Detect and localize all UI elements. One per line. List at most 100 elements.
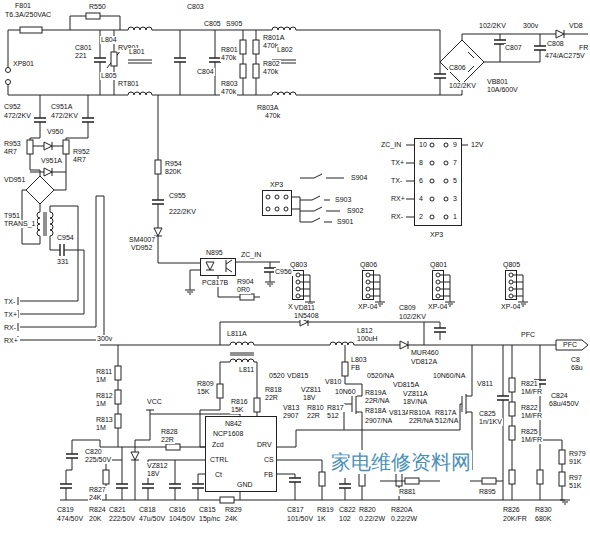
part-label: 820K <box>164 168 182 176</box>
part-number: NCP1608 <box>212 430 244 438</box>
controller-network <box>148 460 322 500</box>
part-label: R952 <box>72 148 91 156</box>
part-label: R820 <box>358 506 377 514</box>
bridge-rectifier <box>440 40 484 84</box>
part-label: 1M <box>95 424 107 432</box>
part-label: 18V <box>146 470 160 478</box>
part-label: R953 <box>3 140 22 148</box>
controller-network <box>289 478 301 482</box>
part-label: 68u/450V <box>548 400 580 408</box>
part-label: FB <box>350 364 361 372</box>
part-label: 1n/1KV <box>478 418 503 426</box>
switch-connectors <box>296 273 315 306</box>
part-label: F801 <box>14 2 32 10</box>
pfc-stage <box>434 328 446 332</box>
part-label: VCC <box>146 398 163 406</box>
part-label: Ct <box>214 471 223 479</box>
part-label: 102/2KV <box>398 313 427 321</box>
part-label: R810A <box>408 409 431 417</box>
part-label: 12V <box>470 141 484 149</box>
part-number: XP-04 <box>427 303 448 311</box>
part-designator: N842 <box>224 420 243 428</box>
switch-connectors <box>275 195 279 199</box>
switch-connectors <box>444 161 448 165</box>
part-label: RX+ <box>390 195 406 203</box>
part-label: 0R0 <box>236 286 251 294</box>
part-label: R801 <box>220 46 239 54</box>
part-label: VZ811 <box>300 386 322 394</box>
part-label: 102/2KV <box>478 22 507 30</box>
emi-filter <box>253 64 259 78</box>
bridge-rectifier <box>440 34 588 95</box>
part-label: 300v <box>96 335 113 343</box>
part-label: L805 <box>100 72 118 80</box>
part-label: 0.22/2W <box>358 515 386 523</box>
emi-filter <box>128 27 152 30</box>
part-label: C952 <box>3 103 22 111</box>
pfc-stage <box>509 378 515 392</box>
part-label: 8 <box>418 159 424 167</box>
part-label: R97 <box>568 474 583 482</box>
switch-connectors <box>436 273 455 306</box>
pfc-stage <box>399 345 472 500</box>
part-label: 4R7 <box>72 156 87 164</box>
part-label: R802 <box>262 60 281 68</box>
isolation-interface <box>60 244 64 256</box>
part-label: RX- <box>390 213 404 221</box>
part-label: S905 <box>225 20 243 28</box>
part-label: C820 <box>84 448 103 456</box>
switch-connectors <box>275 207 279 211</box>
part-label: R824 <box>88 506 107 514</box>
part-label: VZ812 <box>146 462 169 470</box>
part-label: 10 <box>418 141 428 149</box>
part-label: 18V <box>302 394 316 402</box>
part-label: C815 <box>198 506 217 514</box>
part-label: C825 <box>478 410 497 418</box>
part-label: 7 <box>452 159 458 167</box>
part-designator: XP3 <box>429 231 444 239</box>
part-label: R550 <box>88 3 107 11</box>
part-label: 472/2KV <box>50 112 79 120</box>
controller-network <box>131 452 139 460</box>
part-label: R895 <box>478 488 497 496</box>
part-label: MUR460 <box>410 349 440 357</box>
part-label: 470k <box>220 88 237 96</box>
part-label: S904 <box>350 174 368 182</box>
part-label: 5 <box>452 177 458 185</box>
controller-network <box>559 472 565 486</box>
part-label: 222/2KV <box>168 208 197 216</box>
part-label: R816 <box>230 398 249 406</box>
part-label: R979 <box>568 450 587 458</box>
zero-cross-detector <box>226 260 232 272</box>
part-label: 22R/NA <box>364 397 391 405</box>
part-label: R827 <box>88 486 107 494</box>
part-label: 0520/NA <box>366 372 395 380</box>
controller-network <box>116 484 128 488</box>
part-label: C951A <box>50 103 73 111</box>
part-label: CTRL <box>209 456 229 464</box>
part-label: R818A <box>364 407 387 415</box>
switch-connectors <box>366 273 385 306</box>
pfc-stage <box>396 472 402 486</box>
pfc-stage <box>230 359 254 362</box>
part-label: C956 <box>274 268 293 276</box>
part-label: 10N60 <box>334 388 357 396</box>
isolation-interface <box>22 190 46 244</box>
part-label: L811 <box>238 366 255 374</box>
part-label: C804 <box>196 68 215 76</box>
part-label: 4 <box>418 195 424 203</box>
part-label: C821 <box>108 506 127 514</box>
controller-network <box>220 497 234 503</box>
part-label: 3 <box>452 195 458 203</box>
part-label: 10A/600V <box>486 86 519 94</box>
part-label: VD811 <box>293 304 316 312</box>
pfc-stage <box>100 322 588 350</box>
part-label: 68u <box>570 364 584 372</box>
pfc-stage <box>200 353 257 447</box>
controller-network <box>103 470 109 484</box>
connector-box: XP3 <box>262 190 292 216</box>
part-label: C817 <box>286 506 305 514</box>
part-label: C806 <box>448 64 467 72</box>
part-label: 512 <box>326 412 340 420</box>
part-label: R817A <box>434 409 457 417</box>
